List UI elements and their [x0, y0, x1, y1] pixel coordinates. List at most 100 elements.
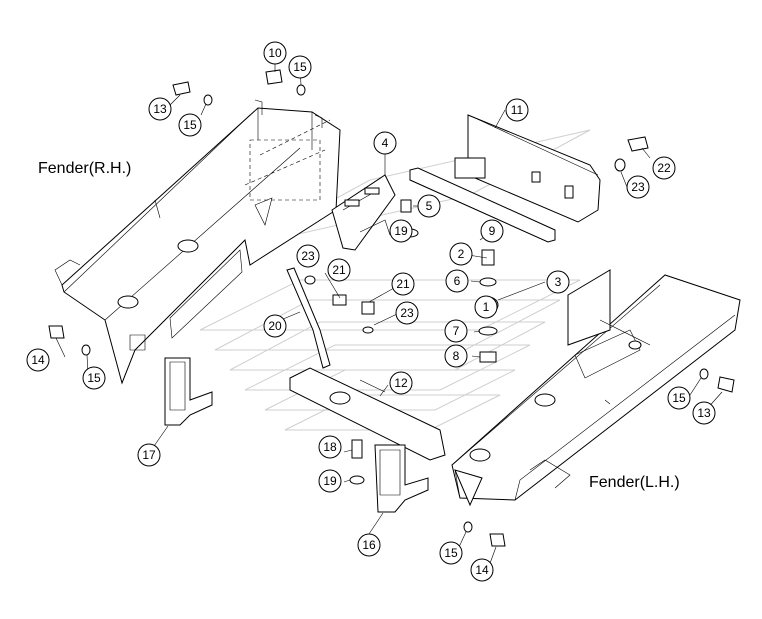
callout-label: 4	[382, 136, 389, 150]
callout-label: 14	[31, 353, 45, 367]
callout-1: 1	[474, 295, 498, 319]
callout-circle	[391, 272, 415, 296]
callout-label: 22	[657, 161, 671, 175]
callout-circle	[82, 366, 106, 390]
callout-7: 7	[444, 319, 468, 343]
callout-3: 3	[546, 270, 570, 294]
callout-circle	[357, 533, 381, 557]
callout-9: 9	[480, 219, 504, 243]
callout-11: 11	[505, 98, 529, 122]
callout-13: 13	[148, 97, 172, 121]
callout-circle	[692, 401, 716, 425]
callout-label: 9	[489, 224, 496, 238]
fender-rh	[54, 99, 341, 385]
callout-circle	[439, 541, 463, 565]
bracket-part-4	[331, 174, 396, 251]
callout-circle	[505, 98, 529, 122]
callout-23: 23	[296, 244, 320, 268]
callout-21: 21	[327, 258, 351, 282]
callout-label: 10	[268, 46, 282, 60]
callout-circle	[296, 244, 320, 268]
callout-circle	[389, 371, 413, 395]
callout-circle	[652, 156, 676, 180]
callout-circle	[263, 41, 287, 65]
callout-label: 21	[332, 263, 346, 277]
callout-16: 16	[357, 533, 381, 557]
callout-label: 15	[293, 60, 307, 74]
strap-part-20	[286, 267, 331, 369]
callout-circle	[667, 386, 691, 410]
callout-label: 14	[475, 563, 489, 577]
callout-22: 22	[652, 156, 676, 180]
callout-label: 13	[153, 102, 167, 116]
callout-circle	[480, 219, 504, 243]
callout-label: 20	[268, 319, 282, 333]
callout-label: 13	[697, 406, 711, 420]
callout-14: 14	[26, 348, 50, 372]
callout-label: 12	[394, 376, 408, 390]
callout-label: 15	[444, 546, 458, 560]
callout-label: 23	[301, 249, 315, 263]
callout-15: 15	[667, 386, 691, 410]
callout-4: 4	[373, 131, 397, 155]
support-part-17	[164, 357, 213, 426]
callout-8: 8	[444, 344, 468, 368]
callout-label: 15	[183, 118, 197, 132]
callout-circle	[327, 258, 351, 282]
callout-circle	[263, 314, 287, 338]
callout-circle	[474, 295, 498, 319]
callout-15: 15	[439, 541, 463, 565]
callout-17: 17	[137, 443, 161, 467]
callout-10: 10	[263, 41, 287, 65]
callout-label: 23	[400, 306, 414, 320]
callout-circle	[417, 194, 441, 218]
callout-label: 21	[396, 277, 410, 291]
callout-14: 14	[470, 558, 494, 582]
callout-label: 5	[426, 199, 433, 213]
callout-circle	[445, 269, 469, 293]
callout-19: 19	[318, 469, 342, 493]
fender-lh	[451, 269, 741, 507]
callout-label: 15	[672, 391, 686, 405]
callout-circle	[318, 469, 342, 493]
callout-23: 23	[626, 175, 650, 199]
callout-circle	[449, 242, 473, 266]
callout-label: 18	[323, 440, 337, 454]
callout-12: 12	[389, 371, 413, 395]
callout-15: 15	[178, 113, 202, 137]
callout-label: 17	[142, 448, 156, 462]
cross-member-part-12	[289, 367, 446, 461]
callout-circle	[26, 348, 50, 372]
callout-circle	[470, 558, 494, 582]
callout-circle	[626, 175, 650, 199]
callout-circle	[318, 435, 342, 459]
callout-circle	[288, 55, 312, 79]
callout-circle	[546, 270, 570, 294]
callout-6: 6	[445, 269, 469, 293]
callout-13: 13	[692, 401, 716, 425]
callout-label: 7	[453, 324, 460, 338]
callout-circle	[137, 443, 161, 467]
fender-rh-caption: Fender(R.H.)	[38, 160, 131, 177]
callout-21: 21	[391, 272, 415, 296]
callout-circle	[395, 301, 419, 325]
callout-circle	[444, 319, 468, 343]
callout-19: 19	[389, 219, 413, 243]
callout-2: 2	[449, 242, 473, 266]
callout-label: 6	[454, 274, 461, 288]
callout-5: 5	[417, 194, 441, 218]
callout-circle	[389, 219, 413, 243]
callout-label: 19	[394, 224, 408, 238]
callout-18: 18	[318, 435, 342, 459]
callout-23: 23	[395, 301, 419, 325]
callout-label: 8	[453, 349, 460, 363]
callout-label: 15	[87, 371, 101, 385]
callout-label: 1	[483, 300, 490, 314]
callout-label: 23	[631, 180, 645, 194]
fender-lh-caption: Fender(L.H.)	[589, 474, 680, 491]
callout-circle	[178, 113, 202, 137]
support-part-16	[374, 444, 429, 513]
callout-circle	[148, 97, 172, 121]
callout-circle	[444, 344, 468, 368]
